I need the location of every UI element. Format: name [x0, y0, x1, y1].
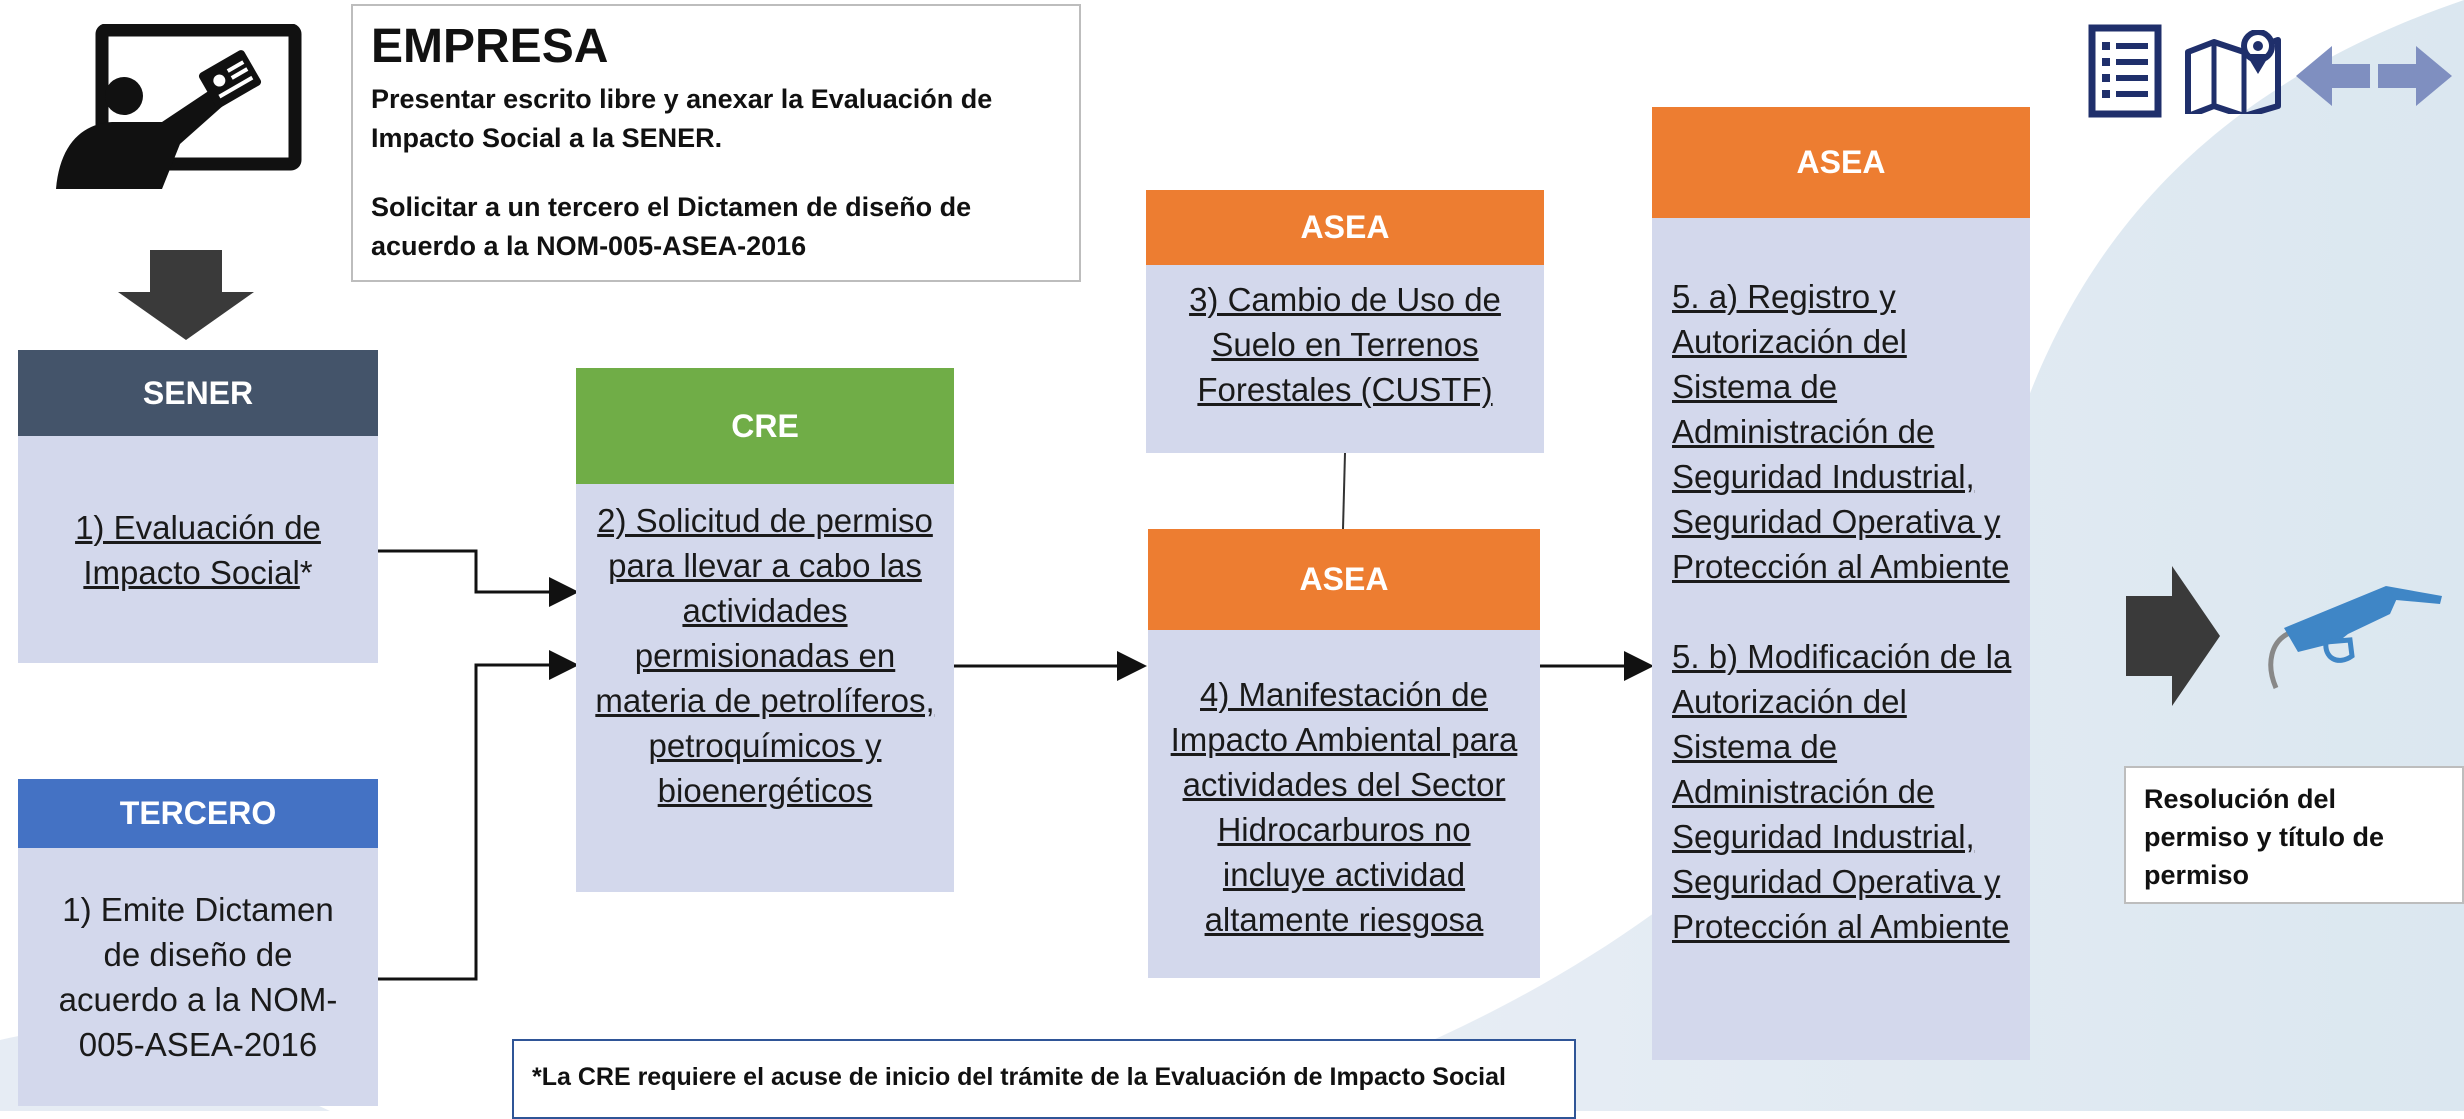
asea-mid-header: ASEA [1148, 529, 1540, 630]
solicitud-permiso-link[interactable]: 2) Solicitud de permiso para llevar a ca… [595, 502, 935, 809]
asea-mid-body: 4) Manifestación de Impacto Ambiental pa… [1148, 630, 1540, 978]
evaluacion-impacto-social-link[interactable]: 1) Evaluación de Impacto Social [75, 508, 321, 591]
empresa-line-1: Presentar escrito libre y anexar la Eval… [371, 84, 993, 153]
asea-top-header: ASEA [1146, 190, 1544, 265]
tercero-header: TERCERO [18, 779, 378, 848]
empresa-title: EMPRESA [371, 20, 609, 73]
sener-body: 1) Evaluación de Impacto Social* [18, 436, 378, 663]
sener-asterisk: * [299, 553, 313, 591]
forward-arrow-icon[interactable] [2376, 44, 2454, 108]
empresa-box: EMPRESA Presentar escrito libre y anexar… [351, 4, 1081, 282]
asea-top-body: 3) Cambio de Uso de Suelo en Terrenos Fo… [1146, 265, 1544, 453]
footnote-box: *La CRE requiere el acuse de inicio del … [512, 1039, 1576, 1119]
back-arrow-icon[interactable] [2294, 44, 2372, 108]
registro-autorizacion-link[interactable]: 5. a) Registro y Autorización del Sistem… [1672, 278, 2010, 585]
presentation-icon [56, 24, 302, 189]
right-arrow-icon [2126, 566, 2220, 706]
cre-header: CRE [576, 368, 954, 484]
resolution-box: Resolución del permiso y título de permi… [2124, 766, 2464, 904]
cre-body: 2) Solicitud de permiso para llevar a ca… [576, 484, 954, 892]
modificacion-autorizacion-link[interactable]: 5. b) Modificación de la Autorización de… [1672, 638, 2012, 945]
checklist-icon[interactable] [2088, 24, 2162, 118]
tercero-text: 1) Emite Dictamen de diseño de acuerdo a… [58, 891, 338, 1063]
down-arrow-icon [118, 250, 254, 340]
map-icon[interactable] [2184, 30, 2284, 114]
manifestacion-impacto-link[interactable]: 4) Manifestación de Impacto Ambiental pa… [1170, 676, 1518, 938]
custf-link[interactable]: 3) Cambio de Uso de Suelo en Terrenos Fo… [1189, 281, 1501, 408]
tercero-body: 1) Emite Dictamen de diseño de acuerdo a… [18, 848, 378, 1106]
sener-header: SENER [18, 350, 378, 436]
asea-right-body: 5. a) Registro y Autorización del Sistem… [1652, 218, 2030, 1060]
fuel-nozzle-icon [2268, 586, 2442, 689]
asea-right-header: ASEA [1652, 107, 2030, 218]
empresa-line-2: Solicitar a un tercero el Dictamen de di… [371, 192, 972, 261]
